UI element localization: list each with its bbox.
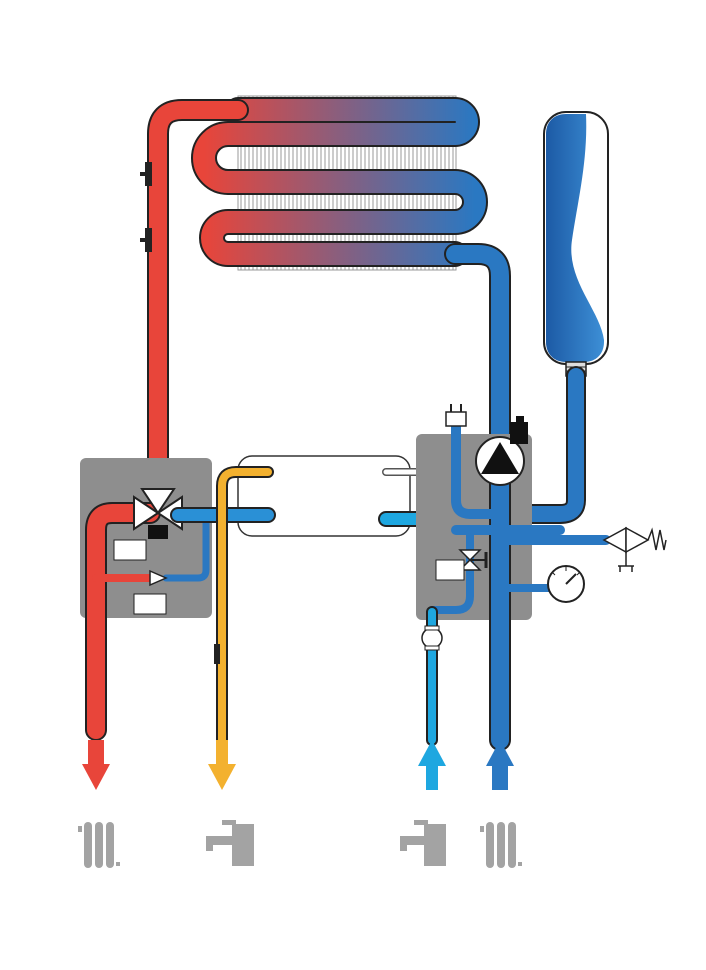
pressure-gauge-icon [547,565,585,603]
flow-sensor-icon [421,625,443,651]
safety-valve-icon [602,526,667,572]
control-box [133,593,167,615]
bypass-valve-icon [435,549,488,581]
temperature-sensor-icon [145,228,152,252]
heating-flow-arrow-icon [82,740,110,790]
temperature-sensor-icon [145,162,152,186]
temperature-sensor-icon [214,644,220,664]
expansion-vessel-water [546,114,604,362]
plate-heat-exchanger [170,455,458,746]
radiator-icon [78,822,120,868]
hot-water-arrow-icon [208,740,236,790]
check-valve-icon [149,569,168,587]
expansion-vessel [500,111,609,524]
diverter-module [80,458,212,741]
faucet-icon [206,820,254,866]
cold-water-arrow-icon [418,740,446,790]
heating-flow-pipe [140,99,249,506]
faucet-icon [400,820,446,866]
control-box [113,539,147,561]
primary-heat-exchanger [191,95,488,271]
radiator-icon [480,822,522,868]
air-vent-icon [445,404,467,427]
heating-return-arrow-icon [486,740,514,790]
control-box [435,559,465,581]
hydraulic-module [416,404,611,751]
pump-icon [475,416,528,486]
return-pipe-to-pump [444,243,511,463]
